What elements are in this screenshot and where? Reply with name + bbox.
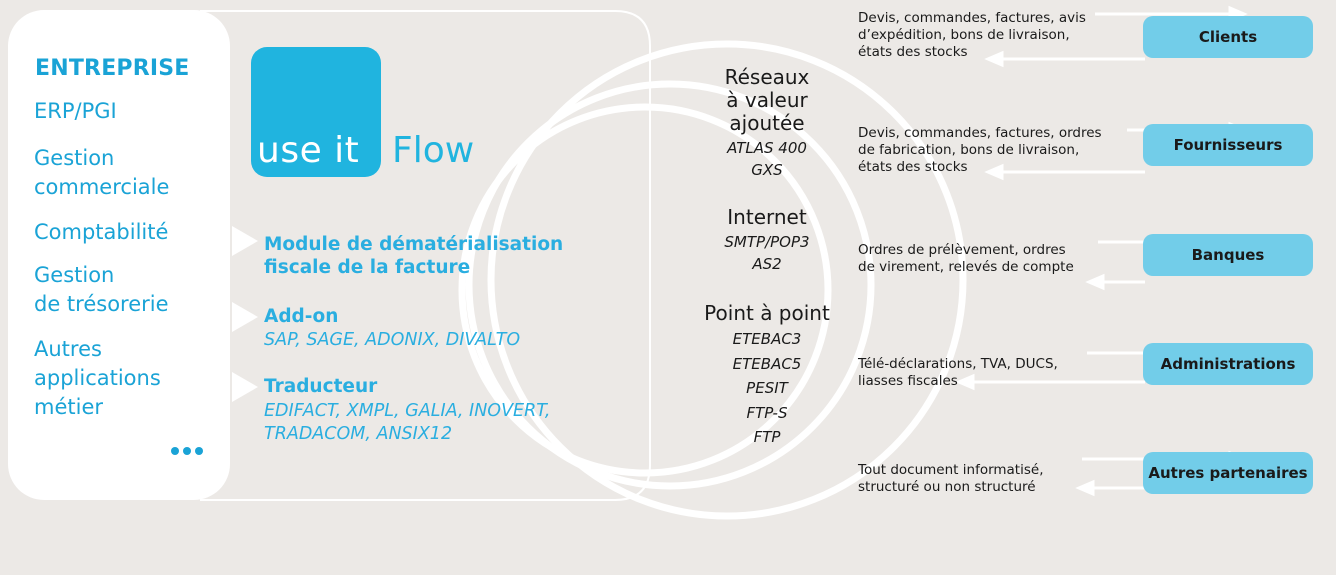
module-demat-title-1: Module de dématérialisation [264,234,564,255]
partner-box-fournisseurs: Fournisseurs [1143,124,1313,166]
module-traducteur-sub-2: TRADACOM, ANSIX12 [264,424,453,444]
enterprise-item-gestion-tresorerie: Gestion [34,263,115,287]
partner-desc-autres: Tout document informatisé, structuré ou … [858,462,1044,496]
enterprise-item-tresorerie: de trésorerie [34,292,169,316]
network-p2p-item: ETEBAC3 [732,330,802,348]
logo-flow: Flow [392,130,475,171]
partner-desc-line: liasses fiscales [858,373,958,389]
partner-desc-banques: Ordres de prélèvement, ordres de viremen… [858,242,1074,276]
partner-desc-clients: Devis, commandes, factures, avis d’expéd… [858,10,1086,61]
partner-desc-line: Devis, commandes, factures, avis [858,10,1086,26]
network-van-item: GXS [751,161,783,179]
partner-desc-line: états des stocks [858,44,968,60]
partner-box-autres: Autres partenaires [1143,452,1313,494]
network-p2p-item: PESIT [746,379,788,397]
network-internet-item: SMTP/POP3 [724,233,810,251]
partner-desc-line: états des stocks [858,159,968,175]
pointer-triangle [232,302,258,332]
enterprise-item-autres: Autres [34,337,102,361]
pointer-triangle [232,226,258,256]
module-traducteur-sub-1: EDIFACT, XMPL, GALIA, INOVERT, [264,401,551,421]
partner-desc-line: de fabrication, bons de livraison, [858,142,1080,158]
more-dots-icon [171,440,207,459]
module-addon-sub: SAP, SAGE, ADONIX, DIVALTO [264,330,521,350]
network-p2p-item: ETEBAC5 [732,355,802,373]
network-p2p-head: Point à point [704,301,830,325]
module-addon-title: Add-on [264,306,339,327]
enterprise-item-gestion: Gestion [34,146,115,170]
partner-desc-line: Télé-déclarations, TVA, DUCS, [858,356,1058,372]
network-internet-head: Internet [727,205,807,229]
module-demat-title-2: fiscale de la facture [264,257,471,278]
partner-desc-line: Devis, commandes, factures, ordres [858,125,1102,141]
enterprise-item-metier: métier [34,395,103,419]
network-internet-item: AS2 [752,255,782,273]
network-van-head-1: Réseaux [724,65,810,89]
partner-desc-line: d’expédition, bons de livraison, [858,27,1070,43]
partner-desc-line: de virement, relevés de compte [858,259,1074,275]
partner-box-administrations: Administrations [1143,343,1313,385]
network-p2p-item: FTP [753,428,781,446]
network-van-item: ATLAS 400 [727,139,807,157]
module-traducteur-title: Traducteur [264,376,378,397]
network-van-head-3: ajoutée [729,111,805,135]
partner-box-clients: Clients [1143,16,1313,58]
enterprise-title: ENTREPRISE [35,56,190,81]
partner-desc-fournisseurs: Devis, commandes, factures, ordres de fa… [858,125,1102,176]
network-p2p-item: FTP-S [746,404,788,422]
ring-van [487,40,967,520]
ring-internet [465,80,875,490]
partner-desc-administrations: Télé-déclarations, TVA, DUCS, liasses fi… [858,356,1058,390]
pointer-triangle [232,372,258,402]
logo-box [251,47,381,177]
partner-desc-line: Tout document informatisé, [858,462,1044,478]
enterprise-item-comptabilite: Comptabilité [34,220,169,244]
partner-box-banques: Banques [1143,234,1313,276]
enterprise-item-applications: applications [34,366,161,390]
logo-use-it: use it [257,130,360,171]
network-van-head-2: à valeur [726,88,808,112]
enterprise-item-erp: ERP/PGI [34,99,117,123]
partner-desc-line: structuré ou non structuré [858,479,1036,495]
enterprise-item-commerciale: commerciale [34,175,170,199]
ring-p2p [458,103,832,477]
enterprise-panel [8,10,230,500]
partner-desc-line: Ordres de prélèvement, ordres [858,242,1066,258]
